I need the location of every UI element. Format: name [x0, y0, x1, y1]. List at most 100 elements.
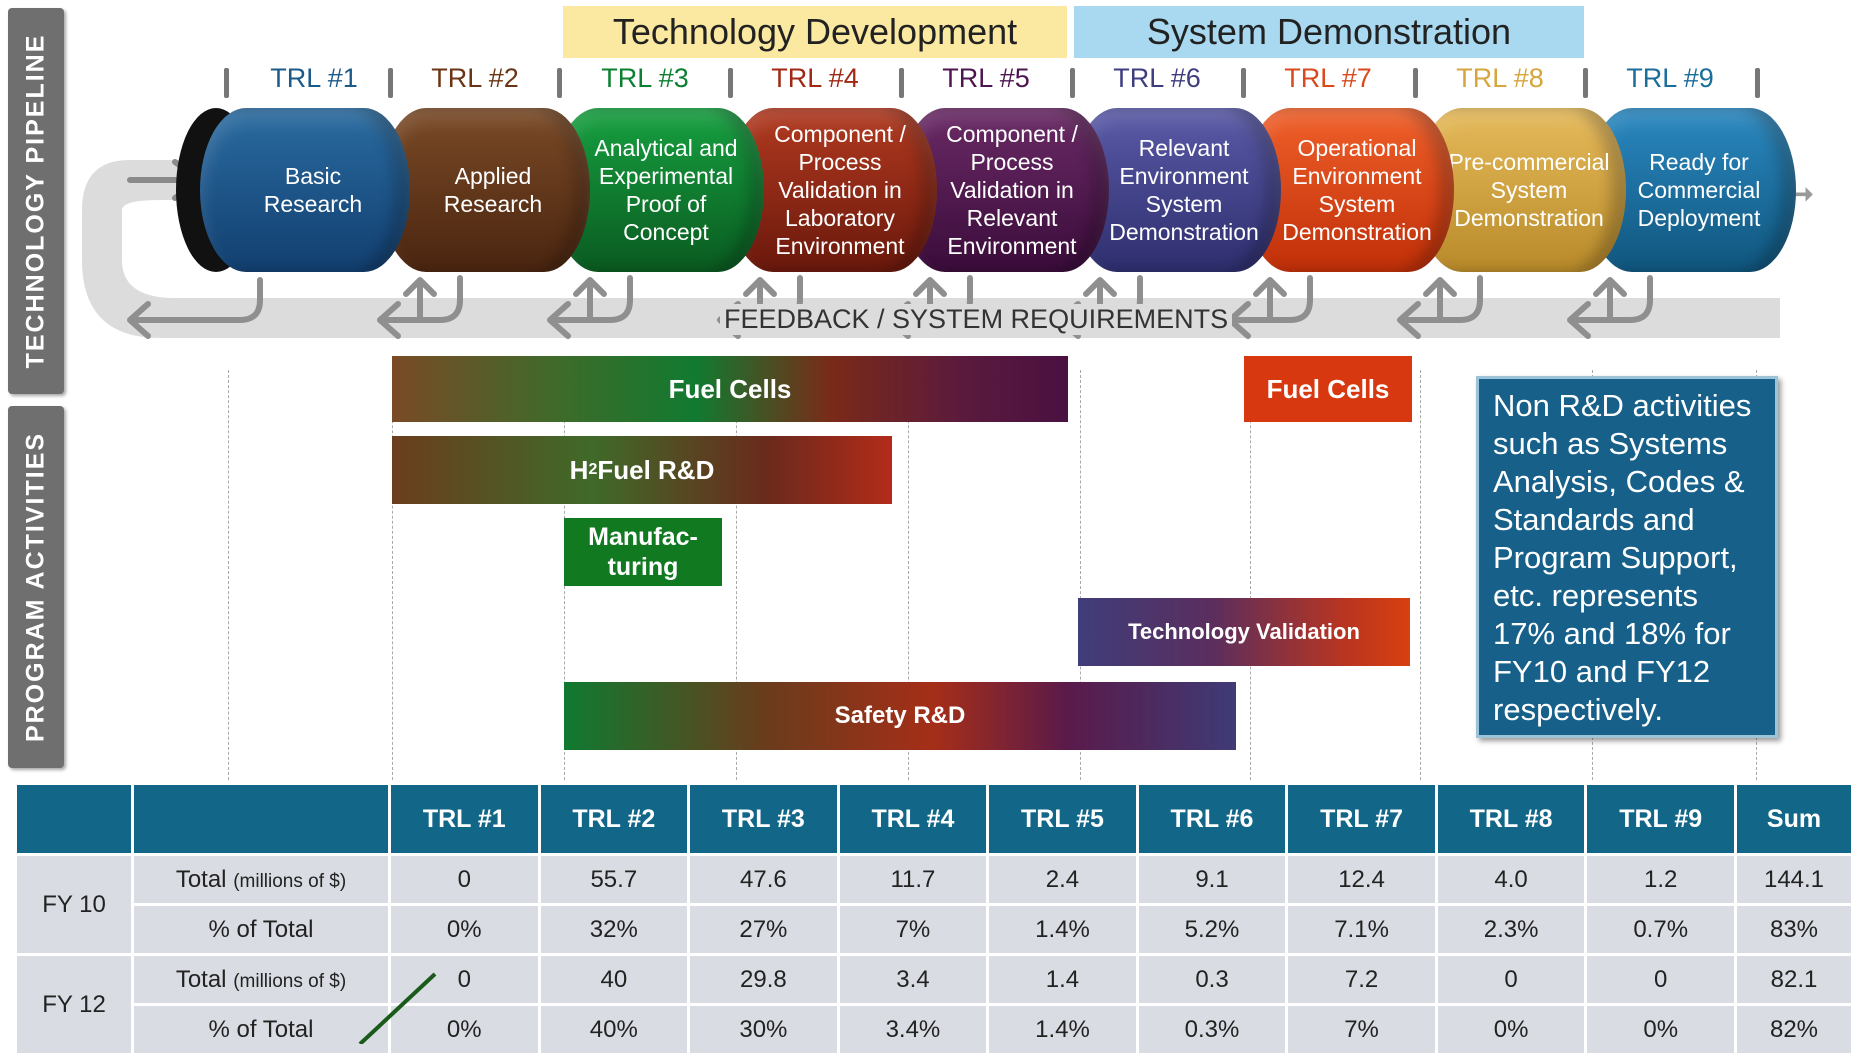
- trl-label-6: TRL #6: [1113, 63, 1201, 93]
- pipeline-stage-text: Basic Research: [263, 163, 363, 217]
- total-cell: 1.2: [1587, 856, 1734, 903]
- technology-development-header: Technology Development: [563, 6, 1067, 58]
- total-unit: (millions of $): [233, 870, 347, 892]
- trl-divider-tick: [224, 68, 229, 98]
- pct-cell: 0%: [391, 906, 538, 953]
- pct-cell: 0%: [1437, 1006, 1585, 1053]
- total-cell: 4.0: [1437, 856, 1585, 903]
- total-cell: 9.1: [1138, 856, 1286, 903]
- pct-cell: 0.3%: [1138, 1006, 1286, 1053]
- manufacturing-bar: Manufac- turing: [564, 518, 722, 586]
- total-unit: (millions of $): [233, 970, 347, 992]
- header-cell: TRL #8: [1437, 785, 1585, 853]
- column-guide: [736, 370, 737, 780]
- header-cell: TRL #5: [989, 785, 1136, 853]
- pct-cell: 3.4%: [839, 1006, 987, 1053]
- trl-label-3: TRL #3: [601, 63, 689, 93]
- header-cell: TRL #1: [391, 785, 538, 853]
- pct-cell: 1.4%: [989, 1006, 1136, 1053]
- pipeline-stage-text: Operational Environment System Demonstra…: [1282, 135, 1432, 245]
- pct-cell: 30%: [690, 1006, 837, 1053]
- total-cell: 0: [391, 856, 538, 903]
- total-cell: 40: [540, 956, 688, 1003]
- total-cell: 0: [1437, 956, 1585, 1003]
- system-demonstration-header: System Demonstration: [1074, 6, 1584, 58]
- pct-cell: 40%: [540, 1006, 688, 1053]
- total-cell: 0: [391, 956, 538, 1003]
- trl-divider-tick: [1241, 68, 1246, 98]
- header-blank-1: [17, 785, 131, 853]
- pct-cell: 7%: [1288, 1006, 1435, 1053]
- pipeline-stage-1: Basic Research: [200, 108, 410, 272]
- program-activities-label: PROGRAM ACTIVITIES: [8, 406, 64, 768]
- header-cell: TRL #6: [1138, 785, 1286, 853]
- feedback-arrow-icon: [377, 275, 463, 339]
- fiscal-year-cell: FY 10: [17, 856, 131, 953]
- fuel-cells-demo-bar: Fuel Cells: [1244, 356, 1412, 422]
- feedback-arrow-icon: [547, 275, 633, 339]
- trl-label-9: TRL #9: [1626, 63, 1714, 93]
- total-cell: 12.4: [1288, 856, 1435, 903]
- feedback-arrow-icon: [127, 277, 263, 339]
- pct-cell: 5.2%: [1138, 906, 1286, 953]
- total-cell: 1.4: [989, 956, 1136, 1003]
- pct-cell: 7.1%: [1288, 906, 1435, 953]
- pipeline-stage-5: Component / Process Validation in Releva…: [899, 108, 1109, 272]
- total-label: Total: [175, 965, 227, 993]
- column-guide: [392, 370, 393, 780]
- header-cell: TRL #2: [540, 785, 688, 853]
- feedback-arrow-icon: [1227, 275, 1313, 339]
- column-guide: [228, 370, 229, 780]
- row-label-total: Total (millions of $): [134, 856, 388, 903]
- safety-rnd-bar: Safety R&D: [564, 682, 1236, 750]
- pct-cell: 1.4%: [989, 906, 1136, 953]
- total-cell: 11.7: [839, 856, 987, 903]
- trl-divider-tick: [1413, 68, 1418, 98]
- pipeline-stage-text: Pre-commercial System Demonstration: [1448, 149, 1610, 231]
- column-guide: [1250, 370, 1251, 780]
- trl-label-8: TRL #8: [1456, 63, 1544, 93]
- row-label-total: Total (millions of $): [134, 956, 388, 1003]
- non-rnd-note: Non R&D activities such as Systems Analy…: [1476, 376, 1778, 738]
- pipeline-stage-text: Ready for Commercial Deployment: [1637, 149, 1761, 231]
- total-cell: 55.7: [540, 856, 688, 903]
- pipeline-stage-text: Component / Process Validation in Releva…: [946, 121, 1078, 259]
- total-cell: 47.6: [690, 856, 837, 903]
- pct-cell: 32%: [540, 906, 688, 953]
- trl-label-4: TRL #4: [771, 63, 859, 93]
- header-cell: TRL #7: [1288, 785, 1435, 853]
- total-cell: 0.3: [1138, 956, 1286, 1003]
- pct-cell: 0%: [1587, 1006, 1734, 1053]
- trl-divider-tick: [1070, 68, 1075, 98]
- pct-cell: 83%: [1737, 906, 1851, 953]
- header-blank-2: [134, 785, 388, 853]
- total-cell: 0: [1587, 956, 1734, 1003]
- total-cell: 82.1: [1737, 956, 1851, 1003]
- pipeline-stage-text: Relevant Environment System Demonstratio…: [1109, 135, 1259, 245]
- trl-label-1: TRL #1: [270, 63, 358, 93]
- total-cell: 29.8: [690, 956, 837, 1003]
- column-guide: [1420, 370, 1421, 780]
- funding-table: TRL #1 TRL #2 TRL #3 TRL #4 TRL #5 TRL #…: [14, 782, 1852, 1056]
- feedback-label: FEEDBACK / SYSTEM REQUIREMENTS: [720, 304, 1233, 335]
- trl-label-2: TRL #2: [431, 63, 519, 93]
- fiscal-year-cell: FY 12: [17, 956, 131, 1053]
- row-label-pct: % of Total: [134, 906, 388, 953]
- feedback-arrow-icon: [1567, 275, 1653, 339]
- column-guide: [908, 370, 909, 780]
- pct-cell: 2.3%: [1437, 906, 1585, 953]
- feedback-arrow-icon: [1397, 275, 1483, 339]
- trl-divider-tick: [899, 68, 904, 98]
- technology-validation-bar: Technology Validation: [1078, 598, 1410, 666]
- header-cell: Sum: [1737, 785, 1851, 853]
- checkmark-icon: [358, 972, 437, 1044]
- pipeline-stage-text: Applied Research: [443, 163, 543, 217]
- trl-divider-tick: [557, 68, 562, 98]
- header-cell: TRL #3: [690, 785, 837, 853]
- fuel-cells-bar: Fuel Cells: [392, 356, 1068, 422]
- pct-cell: 7%: [839, 906, 987, 953]
